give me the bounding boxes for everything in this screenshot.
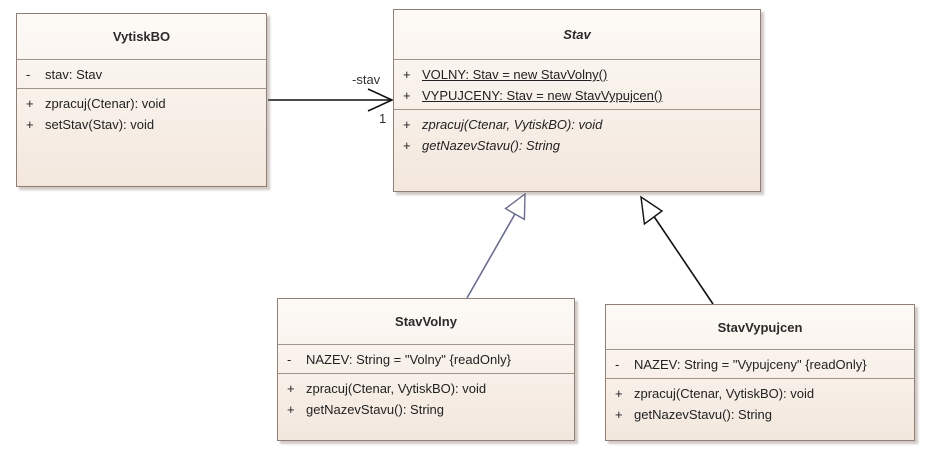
attribute-row: - stav: Stav [17,64,266,85]
operation-row: + zpracuj(Ctenar): void [17,93,266,114]
operations-compartment: + zpracuj(Ctenar, VytiskBO): void + getN… [278,374,574,423]
operation-text: getNazevStavu(): String [634,407,773,422]
abstract-operation-text: getNazevStavu(): String [422,138,561,153]
operation-row: + getNazevStavu(): String [394,135,760,156]
generalization-stavvypujcen-line[interactable] [652,214,714,305]
attributes-compartment: - NAZEV: String = "Volny" {readOnly} [278,345,574,374]
visibility-marker: + [403,117,411,132]
operations-compartment: + zpracuj(Ctenar, VytiskBO): void + getN… [606,379,914,428]
class-stav[interactable]: Stav + VOLNY: Stav = new StavVolny() + V… [393,9,761,192]
attributes-compartment: - stav: Stav [17,60,266,89]
class-stavvypujcen[interactable]: StavVypujcen - NAZEV: String = "Vypujcen… [605,304,915,441]
class-stavvolny[interactable]: StavVolny - NAZEV: String = "Volny" {rea… [277,298,575,441]
operation-text: zpracuj(Ctenar, VytiskBO): void [634,386,815,401]
operation-row: + zpracuj(Ctenar, VytiskBO): void [278,378,574,399]
visibility-marker: - [26,67,31,82]
attributes-compartment: + VOLNY: Stav = new StavVolny() + VYPUJC… [394,60,760,110]
generalization-stavvypujcen-arrowhead [640,195,664,226]
association-multiplicity-label: 1 [379,111,387,126]
visibility-marker: + [26,96,34,111]
class-name: StavVypujcen [606,305,914,350]
visibility-marker: + [26,117,34,132]
visibility-marker: + [403,138,411,153]
class-name: VytiskBO [17,14,266,60]
attribute-row: - NAZEV: String = "Volny" {readOnly} [278,349,574,370]
operation-row: + setStav(Stav): void [17,114,266,135]
visibility-marker: + [615,386,623,401]
visibility-marker: + [403,88,411,103]
attribute-row: - NAZEV: String = "Vypujceny" {readOnly} [606,354,914,375]
operations-compartment: + zpracuj(Ctenar, VytiskBO): void + getN… [394,110,760,159]
visibility-marker: + [287,402,295,417]
operations-compartment: + zpracuj(Ctenar): void + setStav(Stav):… [17,89,266,138]
association-role-label: -stav [352,72,381,87]
static-attribute-text: VOLNY: Stav = new StavVolny() [422,67,608,82]
attribute-row: + VYPUJCENY: Stav = new StavVypujcen() [394,85,760,106]
operation-row: + getNazevStavu(): String [606,404,914,425]
attribute-text: stav: Stav [45,67,103,82]
association-arrowhead [367,88,394,112]
operation-text: getNazevStavu(): String [306,402,445,417]
generalization-stavvolny-line[interactable] [466,213,516,299]
visibility-marker: + [287,381,295,396]
static-attribute-text: VYPUJCENY: Stav = new StavVypujcen() [422,88,663,103]
operation-row: + getNazevStavu(): String [278,399,574,420]
class-name: Stav [394,10,760,60]
attribute-row: + VOLNY: Stav = new StavVolny() [394,64,760,85]
visibility-marker: - [287,352,292,367]
class-vytiskbo[interactable]: VytiskBO - stav: Stav + zpracuj(Ctenar):… [16,13,267,187]
operation-row: + zpracuj(Ctenar, VytiskBO): void [394,114,760,135]
operation-text: zpracuj(Ctenar): void [45,96,166,111]
generalization-stavvolny-arrowhead [504,192,526,221]
operation-text: zpracuj(Ctenar, VytiskBO): void [306,381,487,396]
operation-row: + zpracuj(Ctenar, VytiskBO): void [606,383,914,404]
operation-text: setStav(Stav): void [45,117,155,132]
abstract-operation-text: zpracuj(Ctenar, VytiskBO): void [422,117,603,132]
visibility-marker: - [615,357,620,372]
visibility-marker: + [615,407,623,422]
attribute-text: NAZEV: String = "Volny" {readOnly} [306,352,511,367]
visibility-marker: + [403,67,411,82]
attribute-text: NAZEV: String = "Vypujceny" {readOnly} [634,357,867,372]
class-name: StavVolny [278,299,574,345]
attributes-compartment: - NAZEV: String = "Vypujceny" {readOnly} [606,350,914,379]
